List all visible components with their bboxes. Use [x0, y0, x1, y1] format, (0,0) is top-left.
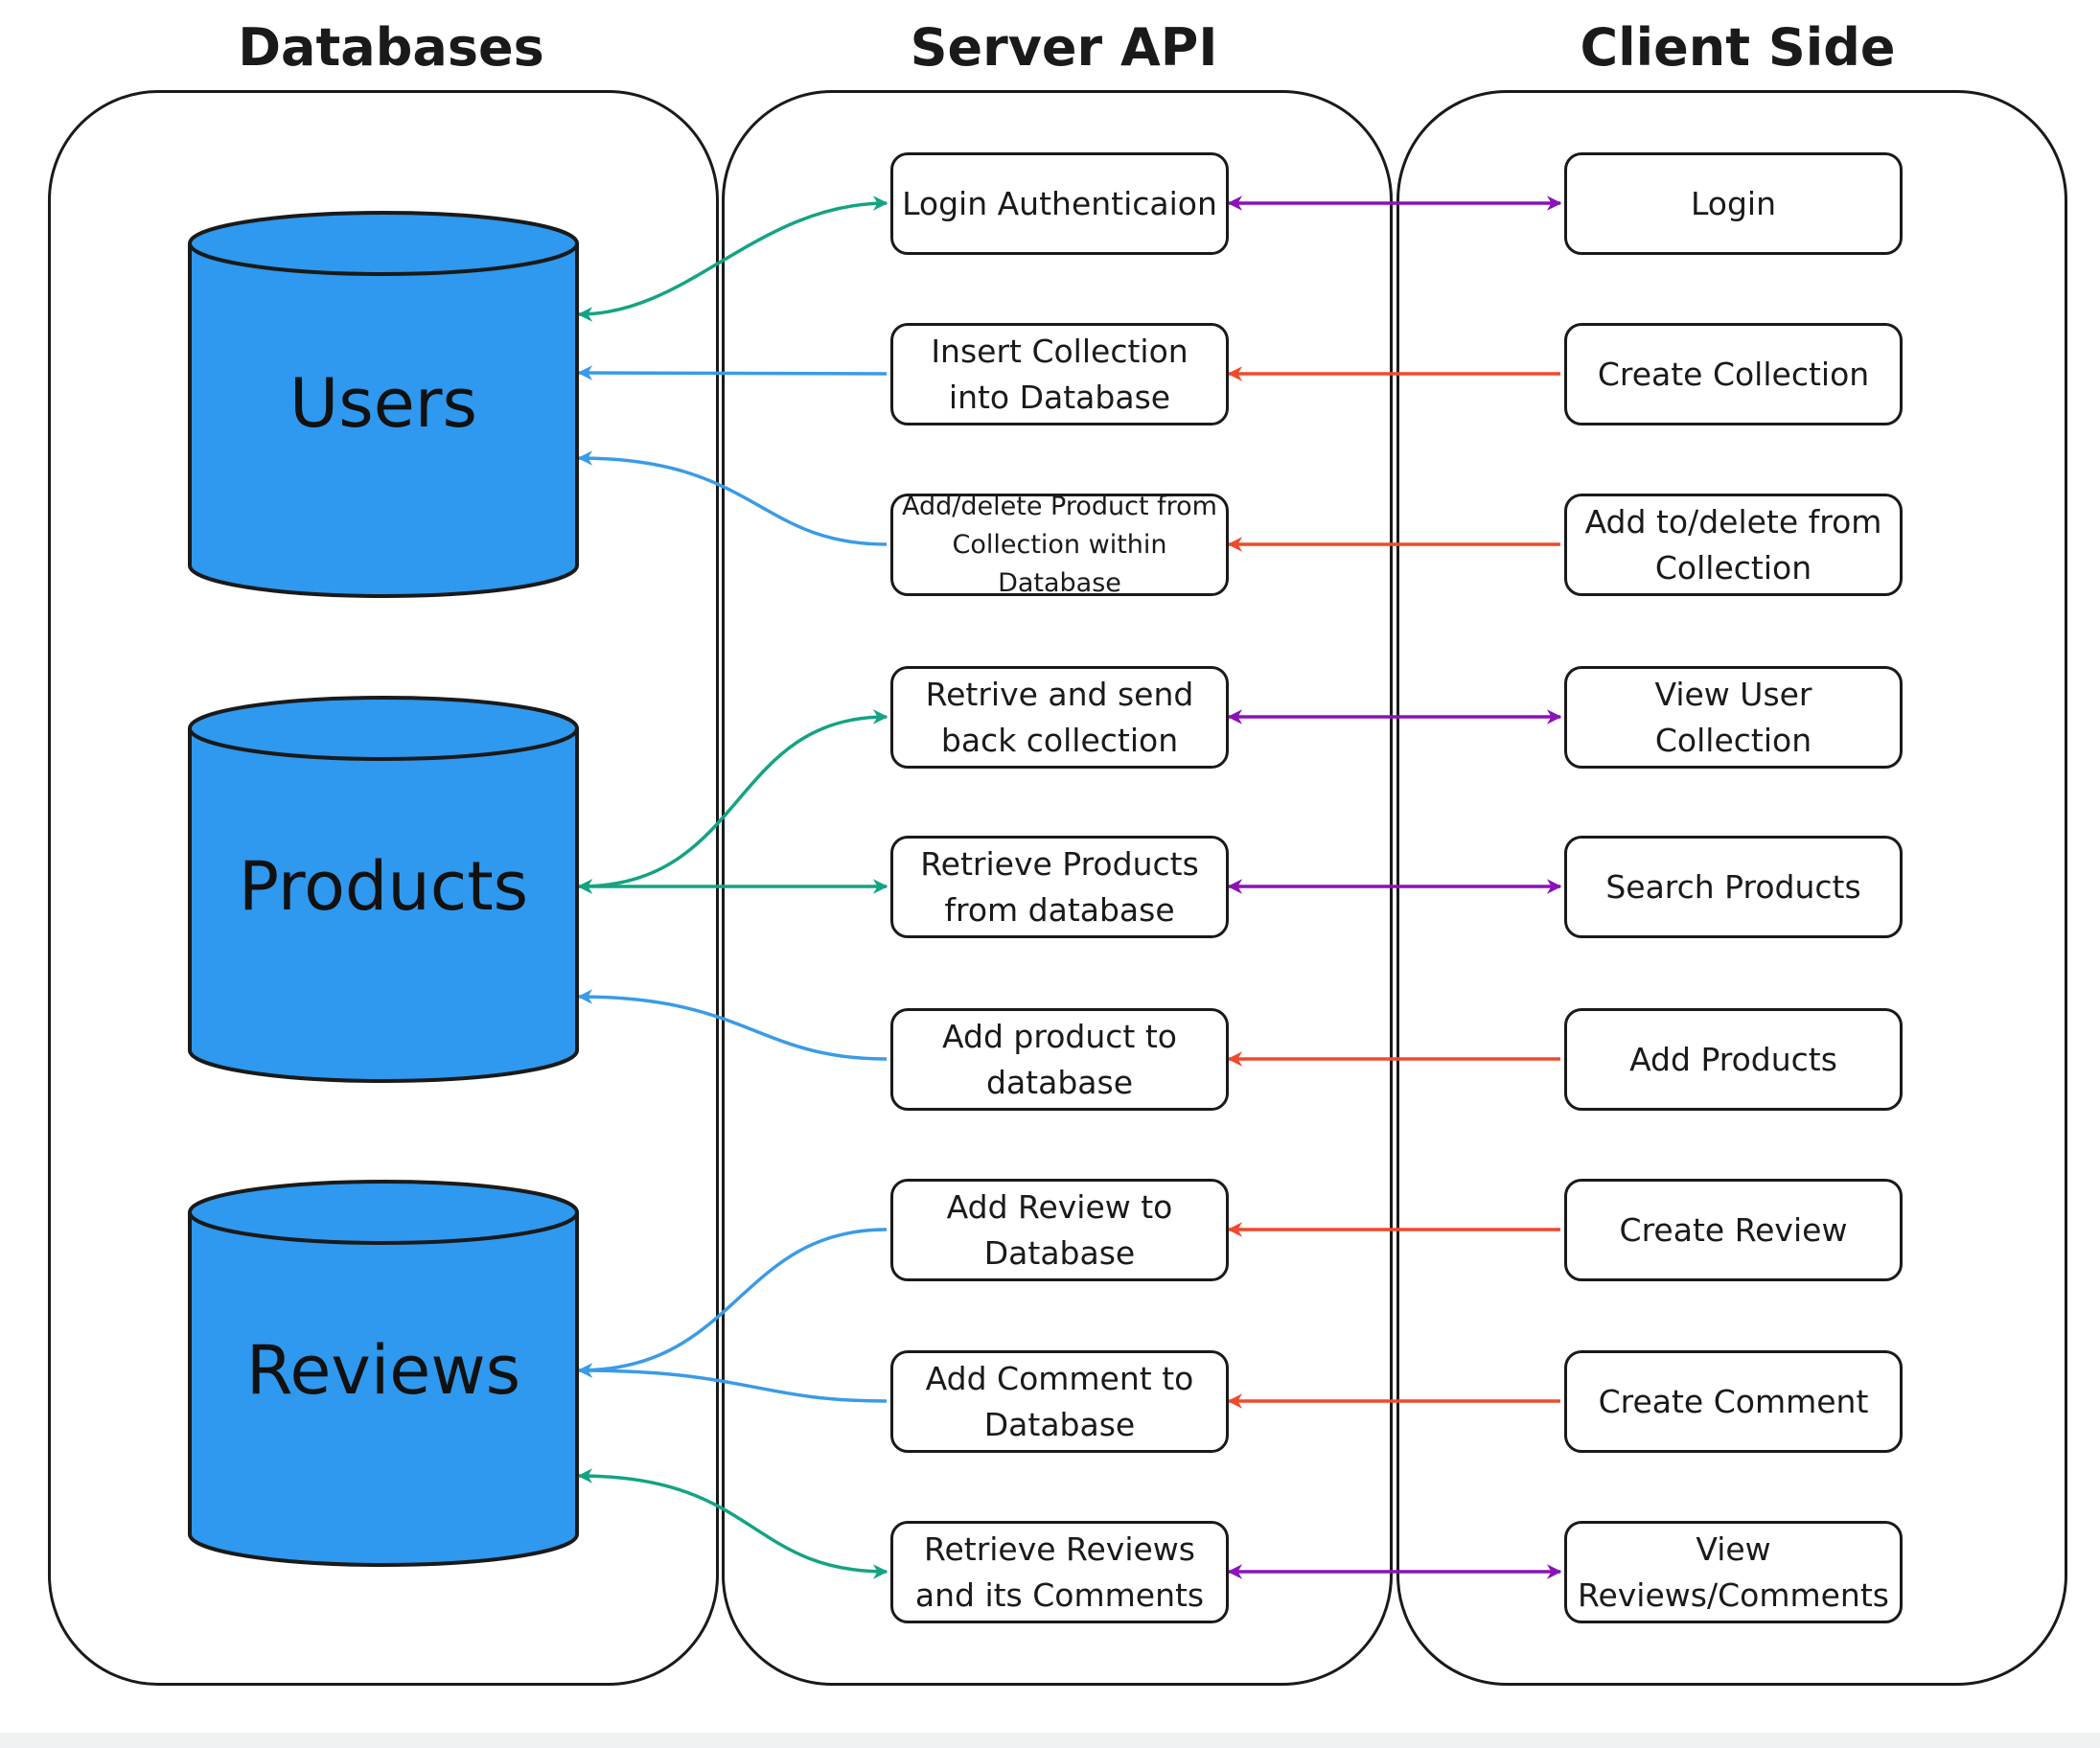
- arrow-users-login: [577, 196, 888, 322]
- client-view-user-collection-box: View User Collection: [1564, 666, 1903, 769]
- client-add-delete-collection-box: Add to/delete from Collection: [1564, 494, 1903, 596]
- arrow-reviews-retrieve-reviews: [577, 1468, 888, 1579]
- arrow-add-comment-reviews: [577, 1363, 888, 1403]
- arrow-insert-collection-users: [577, 365, 888, 380]
- server-add-delete-product-box: Add/delete Product from Collection withi…: [890, 492, 1229, 598]
- client-create-review-box: Create Review: [1564, 1179, 1903, 1281]
- server-retrieve-collection-box: Retrive and send back collection: [890, 666, 1229, 769]
- databases-column-title: Databases: [238, 17, 544, 78]
- client-add-products-box: Add Products: [1564, 1008, 1903, 1111]
- bottom-strip: [0, 1733, 2100, 1748]
- arrow-add-product-products: [577, 989, 888, 1061]
- reviews-database-cylinder: [188, 1180, 579, 1567]
- arrow-add-review-reviews: [577, 1228, 888, 1378]
- client-search-products-box: Search Products: [1564, 836, 1903, 938]
- server-login-authentication-box: Login Authenticaion: [890, 152, 1229, 255]
- server-retrieve-products-box: Retrieve Products from database: [890, 836, 1229, 938]
- server-add-product-box: Add product to database: [890, 1008, 1229, 1111]
- products-database-label: Products: [238, 847, 529, 926]
- client-side-column-title: Client Side: [1580, 17, 1896, 78]
- client-create-collection-box: Create Collection: [1564, 323, 1903, 426]
- server-insert-collection-box: Insert Collection into Database: [890, 323, 1229, 426]
- server-api-column-title: Server API: [910, 17, 1218, 78]
- server-add-comment-box: Add Comment to Database: [890, 1350, 1229, 1453]
- client-login-box: Login: [1564, 152, 1903, 255]
- arrow-products-retrieve-collection: [577, 709, 888, 894]
- client-create-comment-box: Create Comment: [1564, 1350, 1903, 1453]
- reviews-database-label: Reviews: [245, 1331, 521, 1410]
- client-view-reviews-comments-box: View Reviews/Comments: [1564, 1521, 1903, 1623]
- users-database-cylinder: [188, 211, 579, 598]
- arrow-add-delete-product-users: [577, 450, 888, 546]
- server-retrieve-reviews-box: Retrieve Reviews and its Comments: [890, 1521, 1229, 1623]
- users-database-label: Users: [288, 364, 478, 443]
- products-database-cylinder: [188, 696, 579, 1083]
- server-add-review-box: Add Review to Database: [890, 1179, 1229, 1281]
